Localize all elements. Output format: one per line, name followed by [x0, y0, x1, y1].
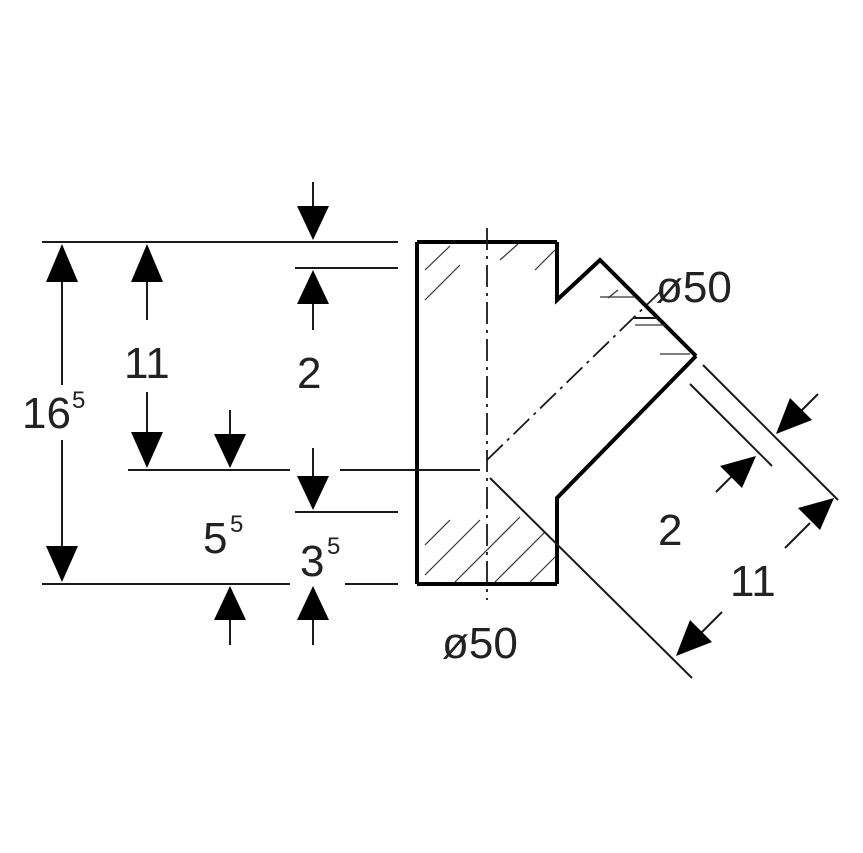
overall-height-sup: 5 [72, 387, 85, 414]
branch-centerline [486, 291, 661, 461]
arrow-up [297, 270, 329, 304]
extension-lines [42, 241, 480, 585]
dimension-lines [46, 182, 834, 656]
arrow-up [46, 244, 78, 282]
arrow-down [214, 434, 246, 468]
arrow-down [131, 432, 163, 468]
arrow-up [131, 244, 163, 282]
bottom-offset-sup: 5 [230, 511, 243, 538]
branch-reference-lines [489, 317, 839, 679]
dimension-labels: 16 5 11 2 5 5 3 5 ø50 ø50 2 11 [22, 263, 776, 668]
arrow-diag [720, 456, 756, 488]
branch-offset-label: 2 [658, 506, 682, 555]
branch-lower-edge [555, 354, 698, 584]
fitting-body [415, 240, 698, 586]
arrow-up [297, 586, 329, 620]
arrow-down [297, 476, 329, 510]
center-lines [486, 228, 661, 600]
overall-height-label: 16 [22, 389, 71, 438]
arrow-diag [776, 398, 812, 434]
branch-socket-notch [555, 242, 698, 358]
arrow-diag [798, 498, 834, 530]
inner-offset-sup: 5 [327, 533, 340, 560]
bottom-offset-label: 5 [203, 514, 227, 563]
arrow-diag [676, 620, 712, 656]
branch-diameter-label: ø50 [656, 263, 732, 312]
arrow-up [214, 586, 246, 620]
top-offset-label: 2 [297, 349, 321, 398]
branch-length-label: 11 [730, 557, 776, 606]
section-hatching [424, 243, 690, 583]
branch-height-label: 11 [124, 339, 170, 388]
arrow-down [297, 206, 329, 240]
main-diameter-label: ø50 [442, 619, 518, 668]
inner-offset-label: 3 [300, 537, 324, 586]
arrow-down [46, 546, 78, 582]
